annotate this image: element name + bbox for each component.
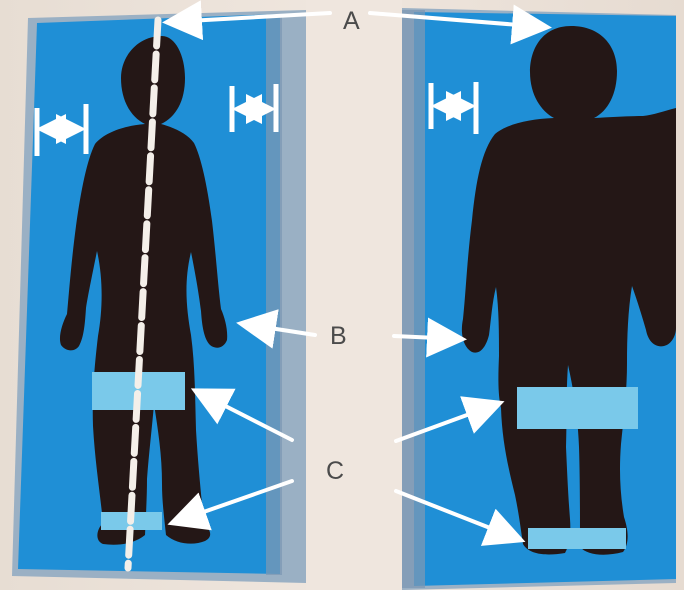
right-ankle-band bbox=[528, 528, 626, 549]
label-a: A bbox=[343, 7, 360, 35]
label-b: B bbox=[330, 322, 347, 350]
label-c: C bbox=[326, 457, 344, 485]
left-scan-panel bbox=[12, 10, 306, 583]
center-strip bbox=[306, 0, 402, 590]
right-thigh-band bbox=[517, 387, 638, 429]
right-scan-panel bbox=[402, 8, 676, 590]
